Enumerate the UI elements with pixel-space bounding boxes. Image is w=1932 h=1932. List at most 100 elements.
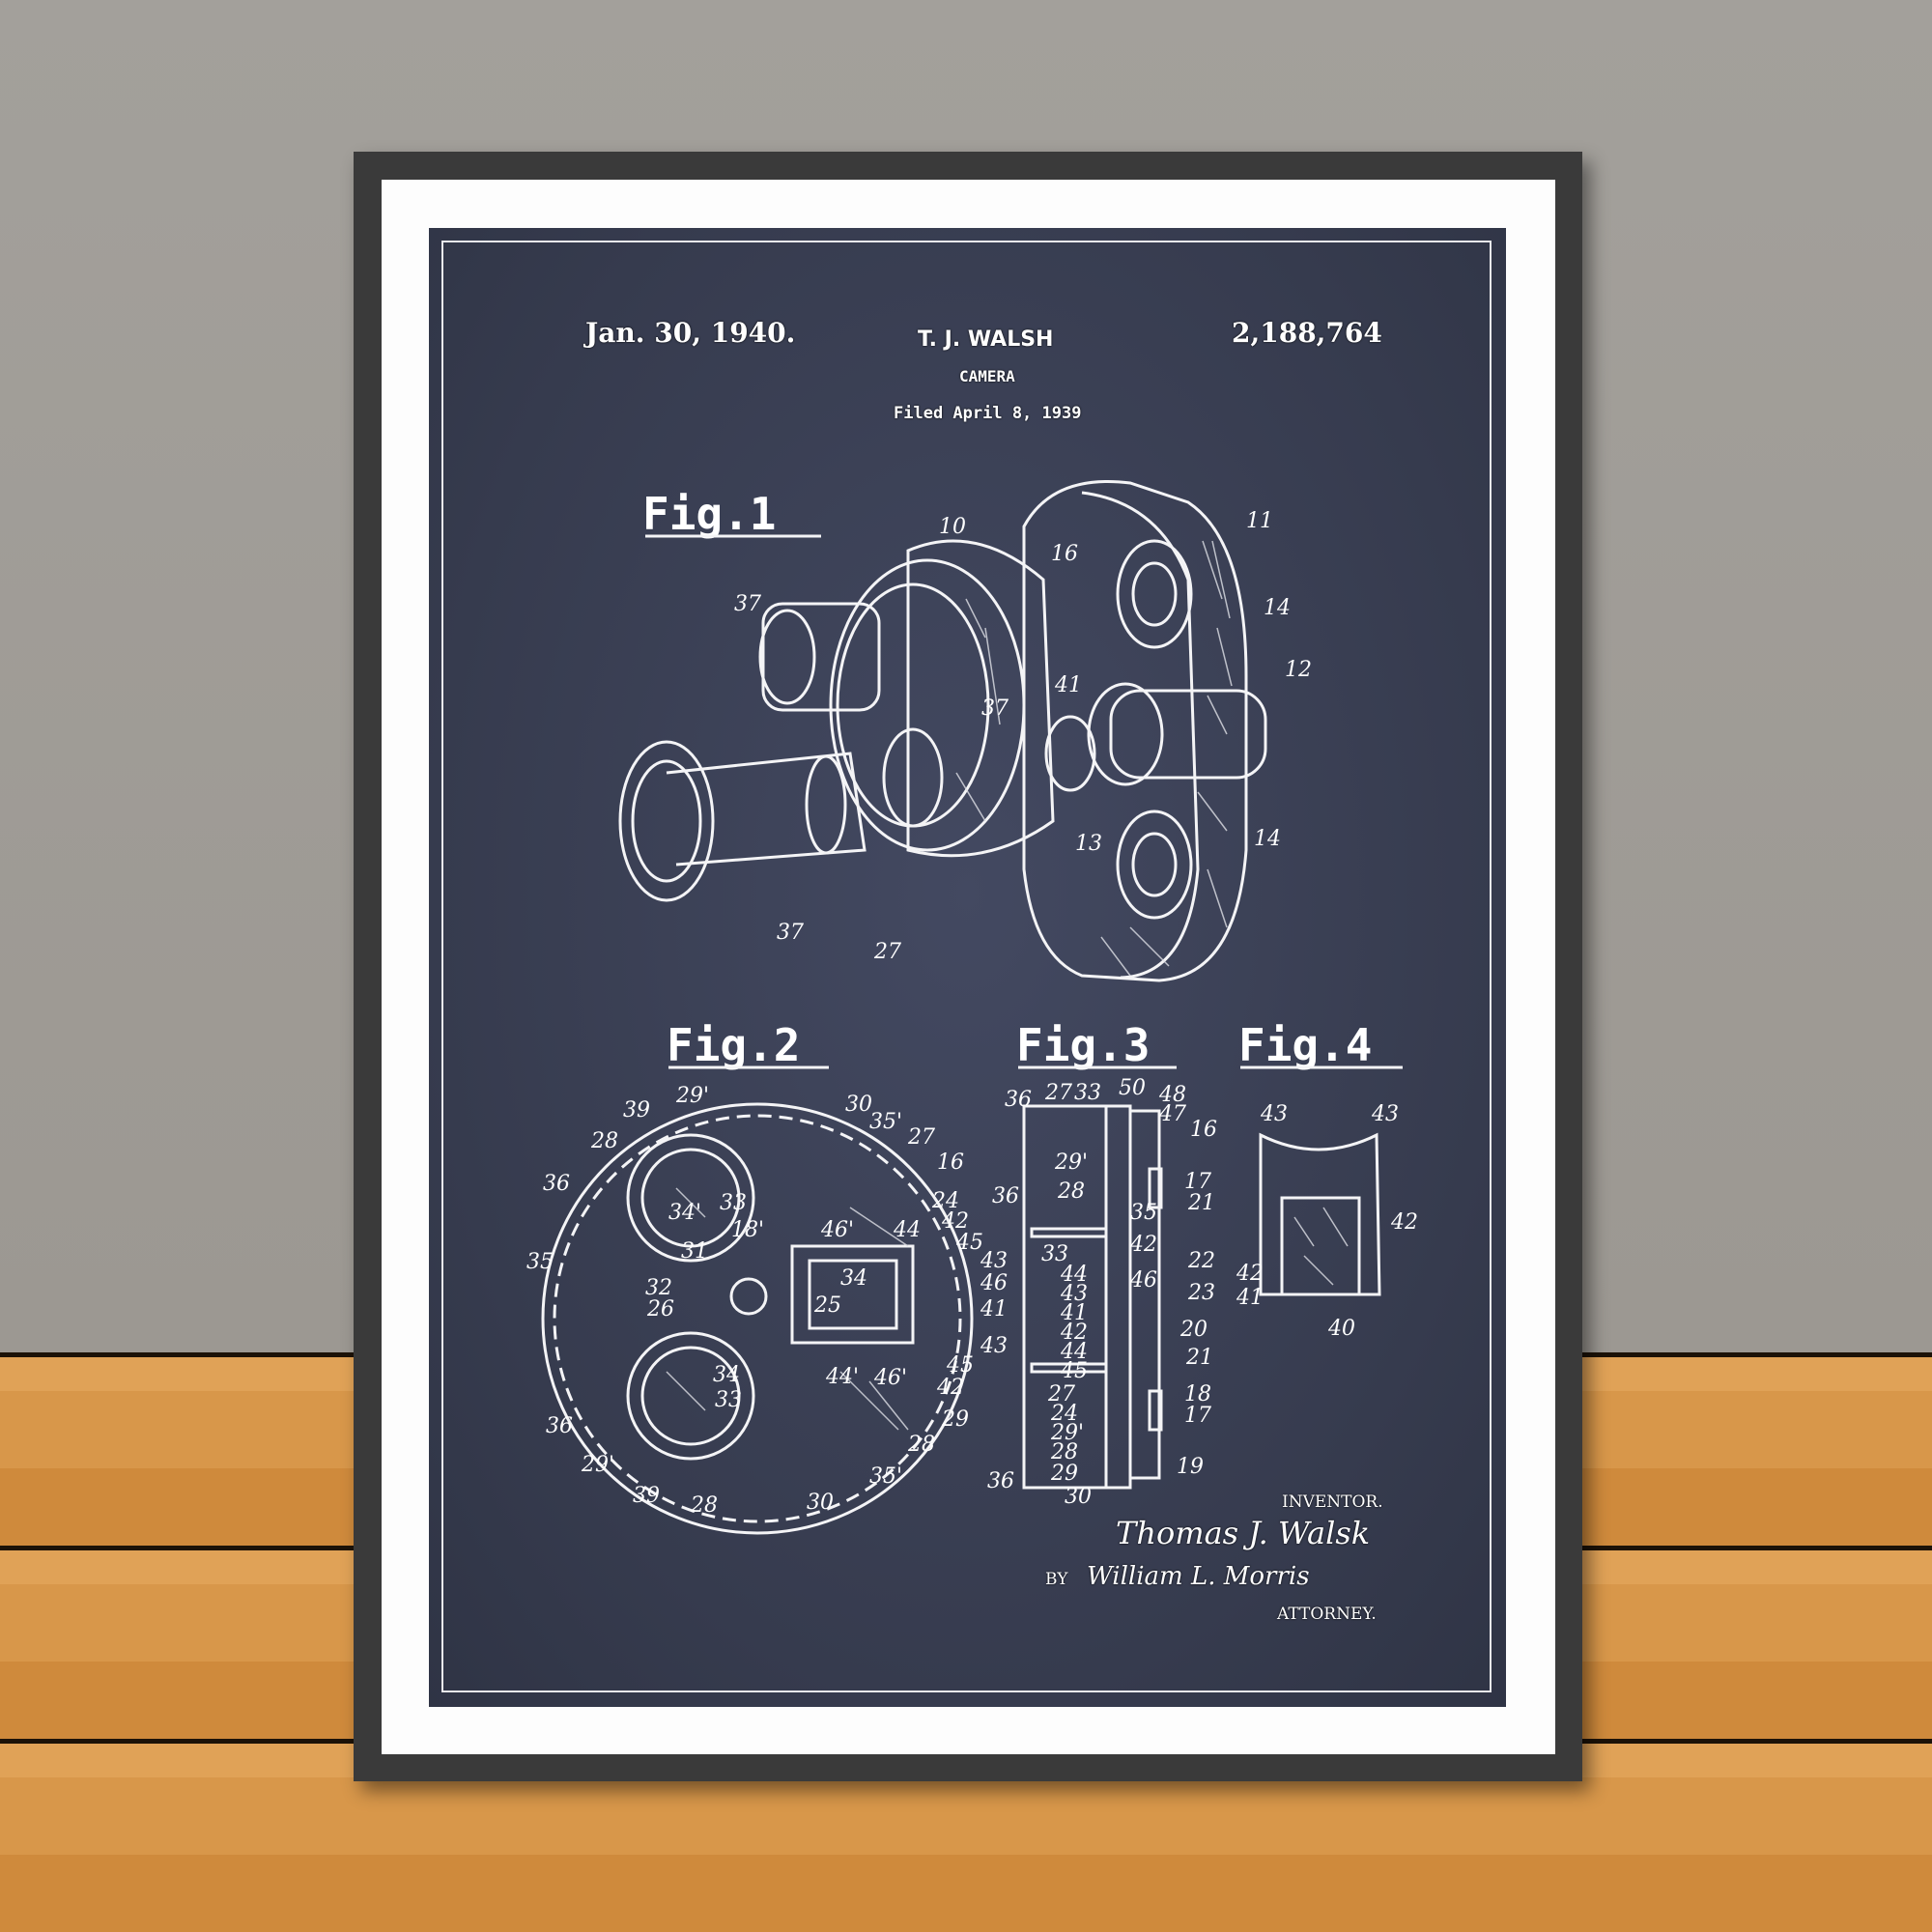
- fig3-callout: 29': [1050, 1421, 1084, 1445]
- fig4-label: Fig.4: [1238, 1019, 1372, 1071]
- attorney-signature: William L. Morris: [1087, 1562, 1310, 1591]
- fig3-callout: 50: [1119, 1076, 1146, 1100]
- fig3-callout: 21: [1185, 1346, 1213, 1370]
- fig3-callout: 35: [1130, 1201, 1157, 1225]
- fig2-callout: 16: [937, 1151, 964, 1175]
- fig1-callout: 14: [1254, 827, 1281, 851]
- fig1-callout: 37: [981, 696, 1009, 721]
- fig3-callout: 45: [1060, 1359, 1088, 1383]
- inventor-label: INVENTOR.: [1282, 1492, 1383, 1512]
- by-label: BY: [1045, 1570, 1068, 1589]
- fig2-callout: 36: [543, 1172, 570, 1196]
- fig1-callout: 16: [1051, 542, 1078, 566]
- inventor-name: T. J. WALSH: [918, 327, 1054, 352]
- fig4-callout: 43: [1371, 1102, 1399, 1126]
- fig2-callout: 46': [873, 1366, 907, 1390]
- fig2-callout: 43: [980, 1334, 1008, 1358]
- fig3-callout: 46: [1129, 1268, 1157, 1293]
- fig3-callout: 29: [1050, 1462, 1078, 1486]
- fig2-callout: 30: [807, 1491, 834, 1515]
- fig2-callout: 30: [845, 1093, 872, 1117]
- fig3-callout: 17: [1184, 1170, 1211, 1194]
- fig3-callout: 27: [1047, 1382, 1075, 1406]
- fig3-callout: 33: [1074, 1081, 1101, 1105]
- fig2-callout: 35': [869, 1110, 902, 1134]
- fig2-callout: 44: [893, 1218, 921, 1242]
- patent-number: 2,188,764: [1232, 317, 1382, 349]
- fig2-callout: 25: [813, 1293, 841, 1318]
- fig2-callout: 41: [980, 1297, 1008, 1321]
- fig2-callout: 45: [946, 1353, 974, 1378]
- fig2-callout: 29': [581, 1453, 614, 1477]
- fig3-callout: 16: [1190, 1118, 1217, 1142]
- fig3-callout: 28: [1050, 1440, 1078, 1464]
- fig2-callout: 46: [980, 1271, 1008, 1295]
- fig2-callout: 28: [907, 1433, 935, 1457]
- fig1-camera-drawing: 10 16 11 37 14 12 37 41 13 14 37 27: [618, 479, 1312, 982]
- fig2-callout: 34: [840, 1266, 867, 1291]
- fig2-callout: 24: [931, 1189, 959, 1213]
- fig1-callout: 10: [939, 515, 966, 539]
- fig3-callout: 43: [1060, 1282, 1088, 1306]
- fig3-drawing: 36 27 33 50 48 47 16 29' 28 36 17 21 35 …: [987, 1076, 1217, 1509]
- fig2-callout: 29': [675, 1084, 709, 1108]
- fig2-callout: 46': [820, 1218, 854, 1242]
- patent-title: CAMERA: [959, 367, 1015, 385]
- fig1-callout: 41: [1054, 673, 1082, 697]
- attorney-label: ATTORNEY.: [1277, 1605, 1377, 1624]
- fig3-callout: 17: [1184, 1404, 1211, 1428]
- fig2-callout: 18': [731, 1218, 764, 1242]
- fig3-callout: 23: [1187, 1281, 1215, 1305]
- fig2-callout: 43: [980, 1249, 1008, 1273]
- fig3-callout: 29': [1054, 1151, 1088, 1175]
- fig2-callout: 26: [646, 1297, 674, 1321]
- fig2-callout: 28: [590, 1129, 618, 1153]
- fig2-callout: 34': [668, 1201, 701, 1225]
- fig2-callout: 35': [869, 1464, 902, 1489]
- fig3-callout: 22: [1187, 1249, 1215, 1273]
- fig3-callout: 33: [1041, 1242, 1068, 1266]
- fig3-callout: 44: [1060, 1263, 1088, 1287]
- inventor-signature: Thomas J. Walsk: [1116, 1515, 1371, 1551]
- print-border: [441, 241, 1492, 1692]
- fig1-callout: 27: [873, 940, 901, 964]
- fig1-callout: 37: [777, 921, 804, 945]
- fig2-callout: 33: [715, 1388, 742, 1412]
- fig2-callout: 33: [720, 1191, 747, 1215]
- fig3-callout: 21: [1187, 1191, 1215, 1215]
- fig2-callout: 42: [936, 1376, 964, 1400]
- fig3-callout: 48: [1158, 1083, 1186, 1107]
- fig2-callout: 42: [941, 1209, 969, 1234]
- fig1-callout: 12: [1285, 658, 1312, 682]
- fig2-callout: 45: [955, 1231, 983, 1255]
- fig3-callout: 44: [1060, 1340, 1088, 1364]
- fig4-callout: 41: [1236, 1286, 1264, 1310]
- patent-date: Jan. 30, 1940.: [585, 317, 796, 349]
- fig2-callout: 32: [645, 1276, 672, 1300]
- fig2-callout: 28: [690, 1493, 718, 1518]
- fig3-callout: 36: [987, 1469, 1014, 1493]
- fig1-callout: 11: [1246, 509, 1273, 533]
- fig2-callout: 39: [633, 1484, 660, 1508]
- fig2-callout: 34: [713, 1363, 740, 1387]
- fig2-callout: 39: [623, 1098, 650, 1122]
- fig4-callout: 40: [1327, 1317, 1355, 1341]
- fig2-callout: 44': [825, 1365, 859, 1389]
- fig2-label: Fig.2: [667, 1019, 800, 1071]
- fig2-callout: 36: [546, 1414, 573, 1438]
- fig3-callout: 27: [1044, 1081, 1072, 1105]
- fig2-callout: 35: [526, 1250, 554, 1274]
- fig2-callout: 29: [941, 1407, 969, 1432]
- fig1-label: Fig.1: [642, 488, 776, 540]
- fig3-callout: 24: [1050, 1402, 1078, 1426]
- fig4-callout: 43: [1260, 1102, 1288, 1126]
- fig3-callout: 41: [1060, 1301, 1088, 1325]
- fig3-callout: 30: [1065, 1485, 1092, 1509]
- fig3-callout: 19: [1177, 1455, 1204, 1479]
- fig1-callout: 37: [734, 592, 761, 616]
- fig3-callout: 36: [992, 1184, 1019, 1208]
- fig1-callout: 14: [1264, 596, 1291, 620]
- patent-print: [429, 228, 1506, 1707]
- fig2-drawing: 39 29' 30 35' 27 28 16 36 34' 33 24 18' …: [526, 1084, 1008, 1535]
